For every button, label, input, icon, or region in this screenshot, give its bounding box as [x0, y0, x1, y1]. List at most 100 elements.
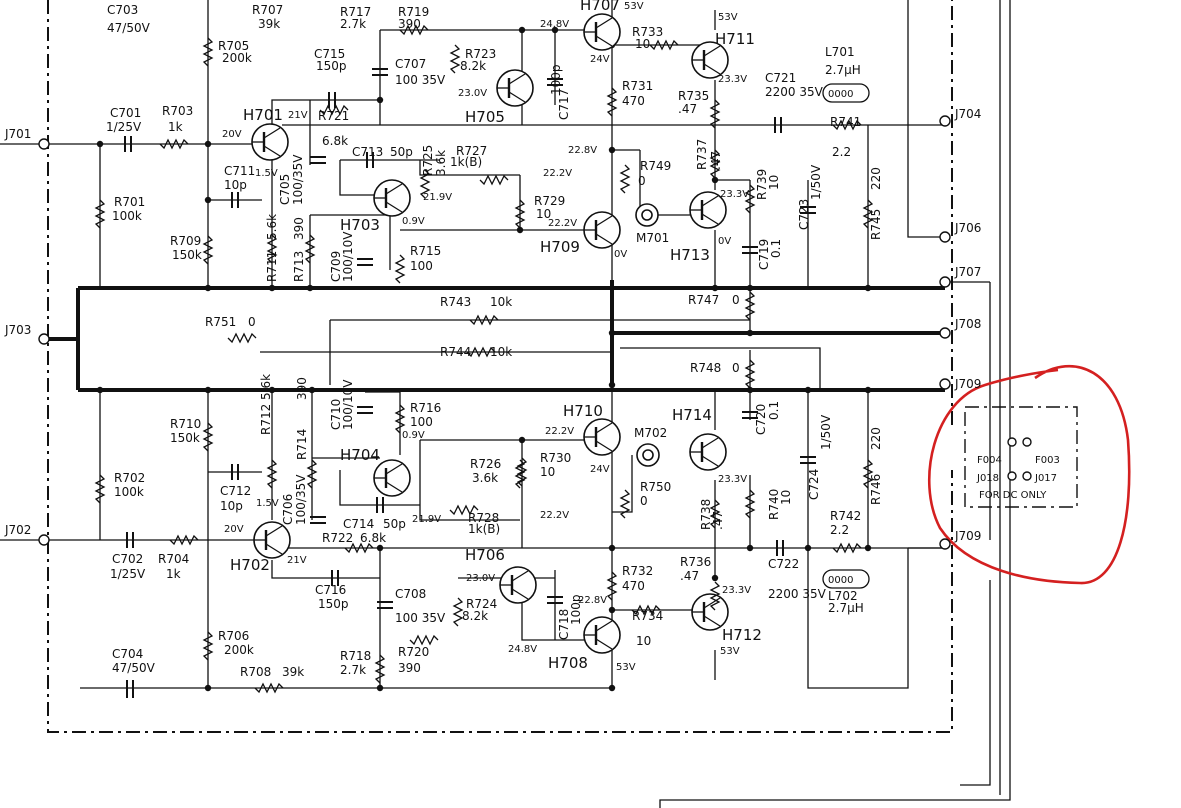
value-c717: 100p — [549, 64, 563, 95]
resistor-r722 — [344, 542, 374, 554]
junction-8 — [551, 26, 559, 34]
resistor-r745 — [862, 199, 874, 229]
value-r733: 10 — [635, 37, 650, 51]
capacitor-c710 — [357, 406, 373, 414]
transistor-label-h707: H707 — [580, 0, 620, 14]
value-c703: 47/50V — [107, 21, 151, 35]
transistor-h704: H704 — [340, 446, 411, 497]
ref-r739: R739 — [755, 169, 769, 200]
ref-c718: C718 — [557, 609, 571, 640]
value-c714: 50p — [383, 517, 406, 531]
resistor-r720 — [409, 634, 439, 646]
ref-r731: R731 — [622, 79, 653, 93]
value-c707: 100 35V — [395, 73, 446, 87]
transistor-label-h705: H705 — [465, 108, 505, 126]
ref-c701: C701 — [110, 106, 141, 120]
ref-m702: M702 — [634, 426, 667, 440]
junction-7 — [518, 26, 526, 34]
ref-r744: R744 — [440, 345, 471, 359]
capacitor-c723 — [800, 206, 816, 214]
junction-30 — [864, 386, 872, 394]
voltage-v10: 22.8V — [568, 145, 597, 156]
value-c708: 100 35V — [395, 611, 446, 625]
ref-c706: C706 — [281, 494, 295, 525]
ref-r706: R706 — [218, 629, 249, 643]
value-r750: 0 — [640, 494, 648, 508]
voltage-v17: 0V — [718, 236, 731, 247]
capacitor-c709 — [357, 258, 373, 266]
value-r747: 0 — [732, 293, 740, 307]
resistor-r744 — [466, 346, 496, 358]
value-r718: 2.7k — [340, 663, 366, 677]
component-r735: R735.47 — [678, 89, 709, 116]
ref-r715: R715 — [410, 244, 441, 258]
value-r737: .47 — [709, 151, 723, 170]
svg-text:0000: 0000 — [828, 575, 853, 586]
value-c718: 100p — [569, 594, 583, 625]
terminal-4 — [939, 231, 951, 243]
component-r722: R722 6.8k — [322, 531, 386, 545]
ref-r732: R732 — [622, 564, 653, 578]
ref-r747: R747 — [688, 293, 719, 307]
ref-r707: R707 — [252, 3, 283, 17]
ref-c705: C705 — [278, 174, 292, 205]
voltage-v7: 20V — [222, 129, 242, 140]
ref-r735: R735 — [678, 89, 709, 103]
junction-23 — [864, 544, 872, 552]
transistor-h714: H714 — [672, 406, 727, 471]
ref-r701: R701 — [114, 195, 145, 209]
value-r704: 1k — [166, 567, 181, 581]
junction-18 — [376, 544, 384, 552]
ref-r718: R718 — [340, 649, 371, 663]
value-r748: 0 — [732, 361, 740, 375]
transistor-label-h702: H702 — [230, 556, 270, 574]
resistor-r737 — [709, 149, 721, 179]
resistor-r724 — [452, 597, 464, 627]
ref-r723: R723 — [465, 47, 496, 61]
red-circle-annotation — [927, 364, 1131, 585]
capacitor-c705 — [310, 156, 326, 164]
ref-r745: R745 — [869, 209, 883, 240]
value-r735: .47 — [678, 102, 697, 116]
resistor-r705 — [202, 37, 214, 67]
value-r722: 6.8k — [360, 531, 386, 545]
junction-17 — [308, 386, 316, 394]
resistors — [94, 24, 874, 694]
value-r715: 100 — [410, 259, 433, 273]
value-r743: 10k — [490, 295, 512, 309]
capacitor-c708 — [377, 601, 393, 609]
resistor-r703 — [159, 138, 189, 150]
terminal-7 — [939, 378, 951, 390]
voltage-v16: 0V — [614, 249, 627, 260]
ref-c716: C716 — [315, 583, 346, 597]
terminal-3 — [939, 115, 951, 127]
value-r711: 5.6k — [265, 214, 279, 240]
ref-c717: C717 — [557, 89, 571, 120]
resistor-r751 — [227, 332, 257, 344]
ref-r734: R734 — [632, 609, 663, 623]
capacitor-c724 — [800, 456, 816, 464]
transistor-label-h703: H703 — [340, 216, 380, 234]
terminal-label-j703: J703 — [4, 323, 31, 337]
meter-m701 — [635, 203, 659, 227]
ref-r724: R724 — [466, 597, 497, 611]
value-r707: 39k — [258, 17, 280, 31]
transistor-h709: H709 — [540, 211, 621, 256]
junction-3 — [204, 284, 212, 292]
ref-r722: R722 — [322, 531, 353, 545]
value-r749: 0 — [638, 174, 646, 188]
